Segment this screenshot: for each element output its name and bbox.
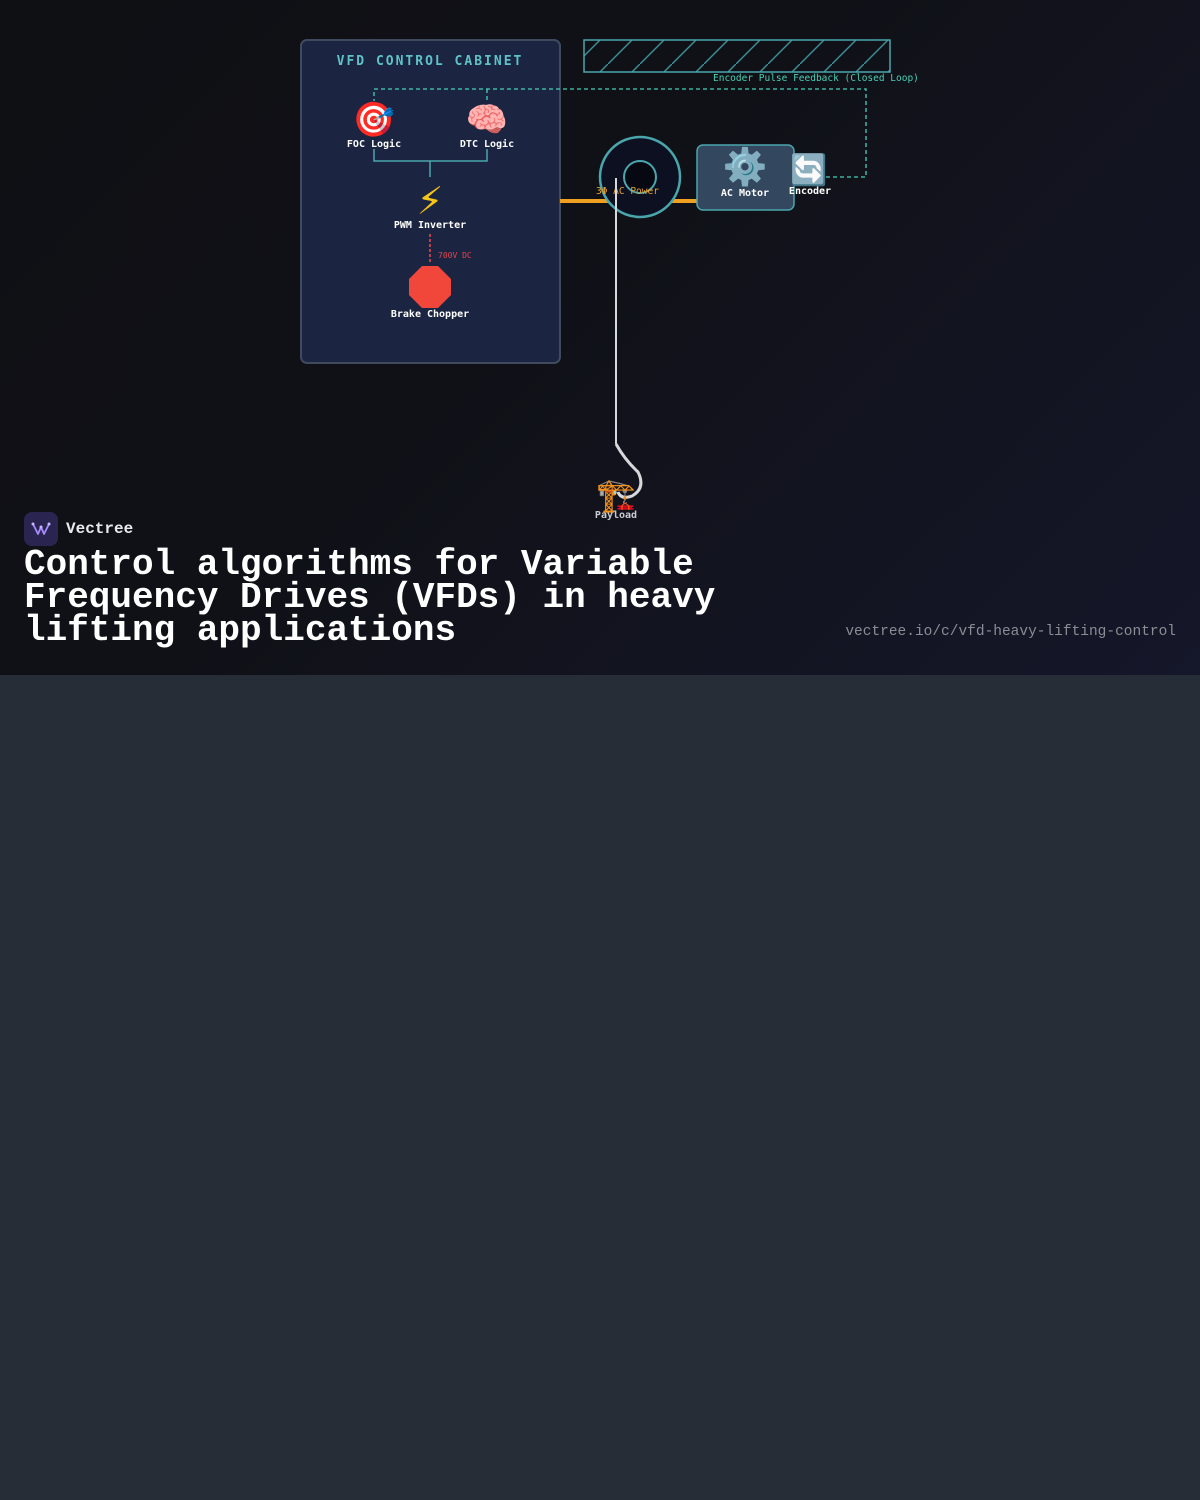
power-edge-label: 3Φ AC Power [596,186,659,197]
feedback-edge-label: Encoder Pulse Feedback (Closed Loop) [713,73,919,84]
page-url[interactable]: vectree.io/c/vfd-heavy-lifting-control [845,624,1176,640]
foc-logic-label: FOC Logic [347,138,401,150]
overhead-crane-beam [583,39,891,73]
cabinet-title: VFD CONTROL CABINET [337,54,524,69]
dc-bus-label: 700V DC [438,251,472,260]
crane-hook [614,443,643,499]
gear-icon: ⚙️ [723,146,768,188]
ac-motor-label: AC Motor [721,188,769,199]
stop-octagon-icon [409,266,451,308]
encoder-label: Encoder [789,186,831,197]
payload-label: Payload [595,510,637,521]
crane-icon: 🏗️ [596,476,636,514]
page-title: Control algorithms for Variable Frequenc… [24,544,716,651]
pwm-inverter-label: PWM Inverter [394,220,466,231]
control-logic-connector [373,149,488,177]
brain-icon: 🧠 [466,100,508,140]
drum-hub [623,160,657,194]
vectree-logo-icon [24,512,58,546]
dtc-logic-label: DTC Logic [460,138,514,150]
preview-card: VFD CONTROL CABINET Encoder Pulse Feedba… [0,0,1200,675]
lightning-icon: ⚡ [417,179,444,223]
brand-name: Vectree [66,520,134,538]
motor-box [696,144,795,211]
vfd-system-diagram: VFD CONTROL CABINET Encoder Pulse Feedba… [300,39,919,521]
refresh-icon: 🔄 [790,152,827,188]
brand[interactable]: Vectree [24,512,133,546]
feedback-loop-line [373,88,867,178]
brake-chopper-label: Brake Chopper [391,309,469,320]
target-icon: 🎯 [353,100,395,140]
